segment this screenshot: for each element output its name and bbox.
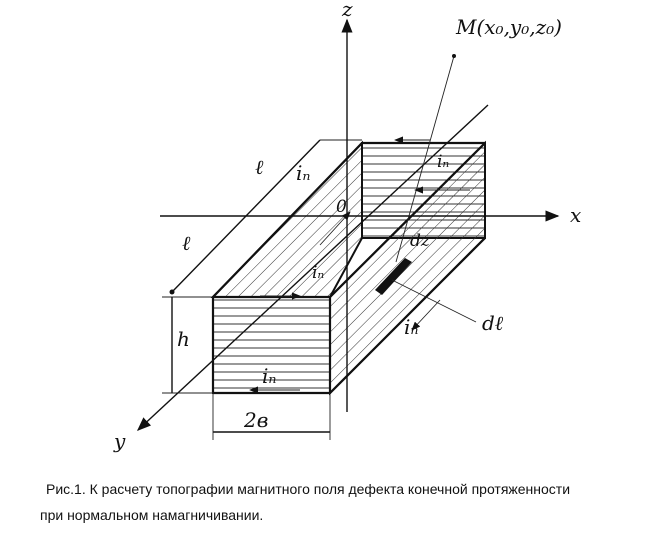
dz-label: dz bbox=[410, 231, 431, 251]
figure-caption: Рис.1. К расчету топографии магнитного п… bbox=[40, 476, 660, 528]
current-right-label: iₙ bbox=[404, 315, 419, 339]
axis-y-label: y bbox=[113, 429, 126, 453]
caption-line-1: Рис.1. К расчету топографии магнитного п… bbox=[46, 481, 571, 497]
dl-element bbox=[375, 258, 412, 295]
axis-z-label: z bbox=[341, 0, 353, 21]
axis-x-label: x bbox=[570, 203, 581, 227]
current-back-label: iₙ bbox=[437, 152, 449, 172]
width-label: 2в bbox=[243, 408, 268, 432]
caption-line-2: при нормальном намагничивании. bbox=[40, 507, 264, 523]
height-label: h bbox=[177, 327, 190, 351]
box-edge bbox=[329, 237, 486, 394]
dl-leader bbox=[391, 279, 477, 323]
y-axis bbox=[136, 104, 489, 431]
point-m-label: M(x₀,y₀,z₀) bbox=[455, 15, 562, 39]
current-front-label: iₙ bbox=[262, 364, 277, 388]
box-edge bbox=[212, 142, 363, 298]
length-top-label: ℓ bbox=[255, 155, 264, 179]
current-top-label: iₙ bbox=[296, 161, 311, 185]
m-line bbox=[395, 55, 455, 263]
defect-diagram: z x y 0 M(x₀,y₀,z₀) ℓ ℓ h 2в iₙ iₙ iₙ iₙ… bbox=[113, 0, 581, 453]
dl-label: dℓ bbox=[482, 311, 504, 335]
current-mid-label: iₙ bbox=[312, 263, 324, 283]
origin-label: 0 bbox=[336, 197, 347, 217]
length-bottom-label: ℓ bbox=[182, 231, 191, 255]
